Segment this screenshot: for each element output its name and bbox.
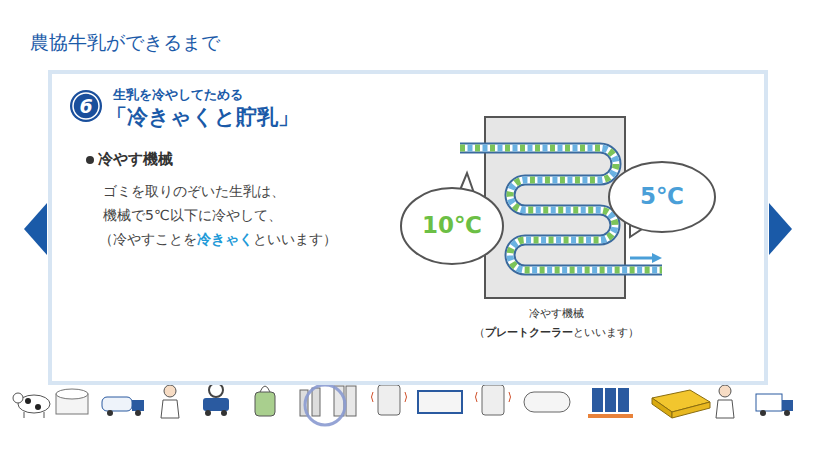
cooler-icon — [300, 385, 356, 425]
figure-caption: 冷やす機械 — [529, 307, 584, 320]
truck-icon-part — [107, 410, 113, 416]
step-panel: 生乳を冷やしてためる「冷きゃくと貯乳」 6 10℃ 5℃ — [48, 70, 768, 385]
filter-icon — [255, 386, 275, 416]
body-text-line: （冷やすことを冷きゃくといいます） — [99, 230, 337, 248]
truck-icon-part — [102, 397, 132, 411]
tank-icon — [56, 389, 88, 414]
page-title: 農協牛乳ができるまで — [30, 30, 220, 56]
truck-icon-part — [132, 400, 144, 411]
body-text: といいます） — [253, 231, 337, 247]
box-tank-icon — [418, 391, 462, 413]
process-strip — [13, 383, 793, 425]
horizontal-tank-icon-part — [524, 392, 570, 412]
storage-tank-icon — [476, 385, 511, 415]
temperature-value: 5℃ — [640, 183, 684, 211]
nav-arrow-right-part — [769, 203, 792, 255]
scale-icon-part — [203, 398, 229, 411]
storage-tank-icon-part — [378, 385, 400, 415]
delivery-truck-icon-part — [782, 400, 793, 411]
section-heading: 冷やす機械 — [98, 150, 173, 168]
tank-icon-part — [56, 389, 88, 399]
cow-icon-part — [13, 393, 23, 403]
worker-icon — [716, 385, 734, 418]
delivery-truck-icon-part — [760, 410, 766, 416]
highlighted-term: 冷きゃく — [197, 231, 253, 247]
bubble-outline — [609, 162, 715, 232]
scale-icon-part — [205, 410, 211, 416]
badge-ring — [73, 93, 99, 119]
crate-icon-part — [652, 398, 672, 418]
nav-arrow-left-part — [24, 203, 47, 255]
bubble-seam — [458, 193, 475, 200]
bottles-icon — [588, 388, 633, 418]
bubble-outline — [401, 188, 503, 264]
step-number: 6 — [79, 95, 92, 118]
figure-caption: （ — [474, 326, 485, 339]
delivery-truck-icon — [756, 394, 793, 416]
figure-caption: といいます） — [573, 326, 639, 339]
crate-icon — [652, 390, 710, 418]
body-text: ゴミを取りのぞいた生乳は、 — [103, 183, 285, 199]
section-heading-line: 冷やす機械 — [98, 150, 173, 170]
bullet-dot — [86, 156, 94, 164]
cow-icon-part — [35, 404, 41, 410]
body-text: 機械で5℃以下に冷やして、 — [103, 207, 282, 223]
body-text-line: 機械で5℃以下に冷やして、 — [103, 206, 282, 224]
box-tank-icon-part — [418, 391, 462, 413]
horizontal-tank-icon — [524, 392, 570, 412]
cow-icon — [13, 393, 50, 418]
worker-icon-part — [716, 400, 734, 418]
figure-caption-line: （プレートクーラーといいます） — [474, 326, 639, 340]
bottles-icon-part — [618, 388, 629, 412]
cooler-icon-part — [346, 386, 356, 416]
scale-icon — [203, 383, 229, 416]
worker-icon-part — [161, 400, 179, 418]
plate-cooler-part — [630, 257, 654, 260]
nav-arrow-right — [769, 203, 792, 255]
worker-icon — [161, 385, 179, 418]
bottles-icon-part — [588, 414, 633, 418]
worker-icon-part — [719, 385, 731, 397]
storage-tank-icon — [372, 385, 407, 415]
storage-tank-icon-part — [482, 385, 504, 415]
temperature-bubble: 10℃ — [400, 187, 504, 265]
truck-icon — [102, 397, 144, 416]
bottles-icon-part — [592, 388, 603, 412]
filter-icon-part — [255, 392, 275, 416]
storage-tank-icon-part — [372, 392, 407, 402]
filter-icon-part — [260, 386, 270, 392]
badge-circle — [70, 90, 102, 122]
delivery-truck-icon-part — [756, 394, 782, 411]
figure-caption-line: 冷やす機械 — [529, 307, 584, 321]
step-heading: 「冷きゃくと貯乳」 — [106, 105, 299, 130]
highlighted-term: プレートクーラー — [485, 326, 573, 339]
step-number-badge: 6 — [69, 89, 103, 123]
crate-icon-part — [672, 402, 710, 418]
bottles-icon-part — [605, 388, 616, 412]
temperature-value: 10℃ — [422, 212, 482, 240]
bubble-seam — [632, 214, 649, 223]
worker-icon-part — [164, 385, 176, 397]
cow-icon-part — [25, 398, 31, 404]
truck-icon-part — [135, 410, 141, 416]
plate-cooler-part — [652, 253, 662, 263]
body-text-line: ゴミを取りのぞいた生乳は、 — [103, 182, 285, 200]
temperature-bubble: 5℃ — [608, 161, 716, 233]
cooler-icon-part — [312, 388, 320, 416]
scale-icon-part — [221, 410, 227, 416]
nav-arrow-left — [24, 203, 47, 255]
storage-tank-icon-part — [476, 392, 511, 402]
cooler-icon-part — [305, 385, 345, 425]
cow-icon-part — [44, 412, 45, 418]
step-subheading: 生乳を冷やしてためる — [113, 87, 243, 103]
delivery-truck-icon-part — [784, 410, 790, 416]
body-text: （冷やすことを — [99, 231, 197, 247]
cow-icon-part — [24, 412, 25, 418]
scale-icon-part — [209, 383, 223, 397]
